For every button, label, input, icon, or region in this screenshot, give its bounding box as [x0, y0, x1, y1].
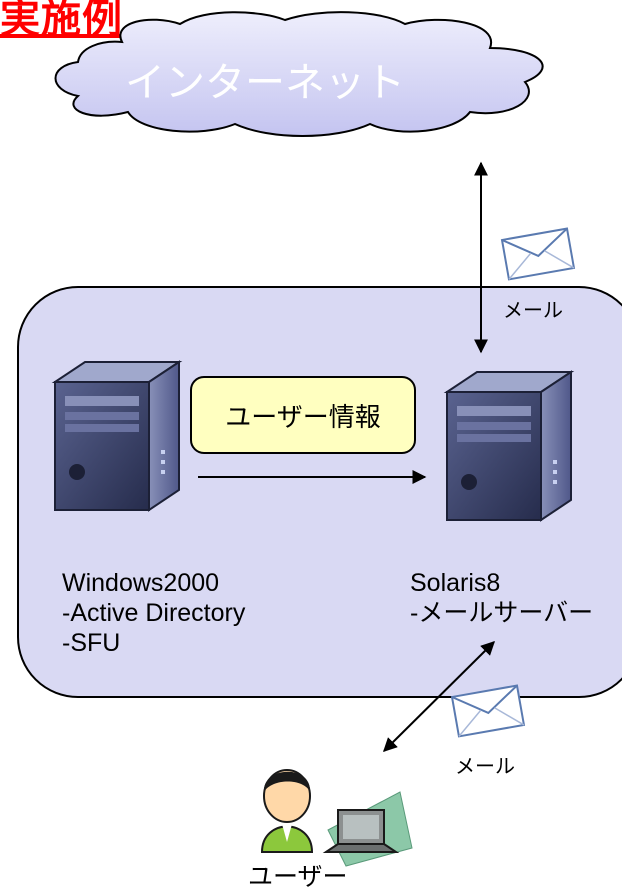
windows-server-line1: -Active Directory	[62, 599, 246, 627]
mail-label: メール	[455, 756, 515, 778]
windows-server-caption: Windows2000 -Active Directory -SFU	[62, 568, 245, 658]
internet-label: インターネット	[125, 61, 405, 105]
user-info-label: ユーザー情報	[225, 401, 381, 432]
server-icon	[51, 360, 183, 512]
laptop-icon	[322, 809, 400, 853]
user-label: ユーザー	[248, 863, 348, 891]
mail-label: メール	[503, 300, 563, 322]
windows-server-line2: -SFU	[62, 629, 121, 657]
page-heading: 実施例	[0, 0, 123, 41]
envelope-icon	[500, 227, 576, 281]
user-info-box: ユーザー情報	[190, 376, 416, 454]
solaris-server-caption: Solaris8 -メールサーバー	[410, 568, 593, 628]
solaris-server-name: Solaris8	[410, 569, 501, 597]
internet-cloud	[54, 11, 544, 137]
server-icon	[443, 370, 575, 522]
solaris-server-line1: -メールサーバー	[410, 599, 594, 627]
user-icon	[260, 769, 413, 867]
windows-server-name: Windows2000	[62, 569, 220, 597]
envelope-icon	[450, 684, 526, 738]
user-solaris-arrow	[383, 641, 495, 752]
